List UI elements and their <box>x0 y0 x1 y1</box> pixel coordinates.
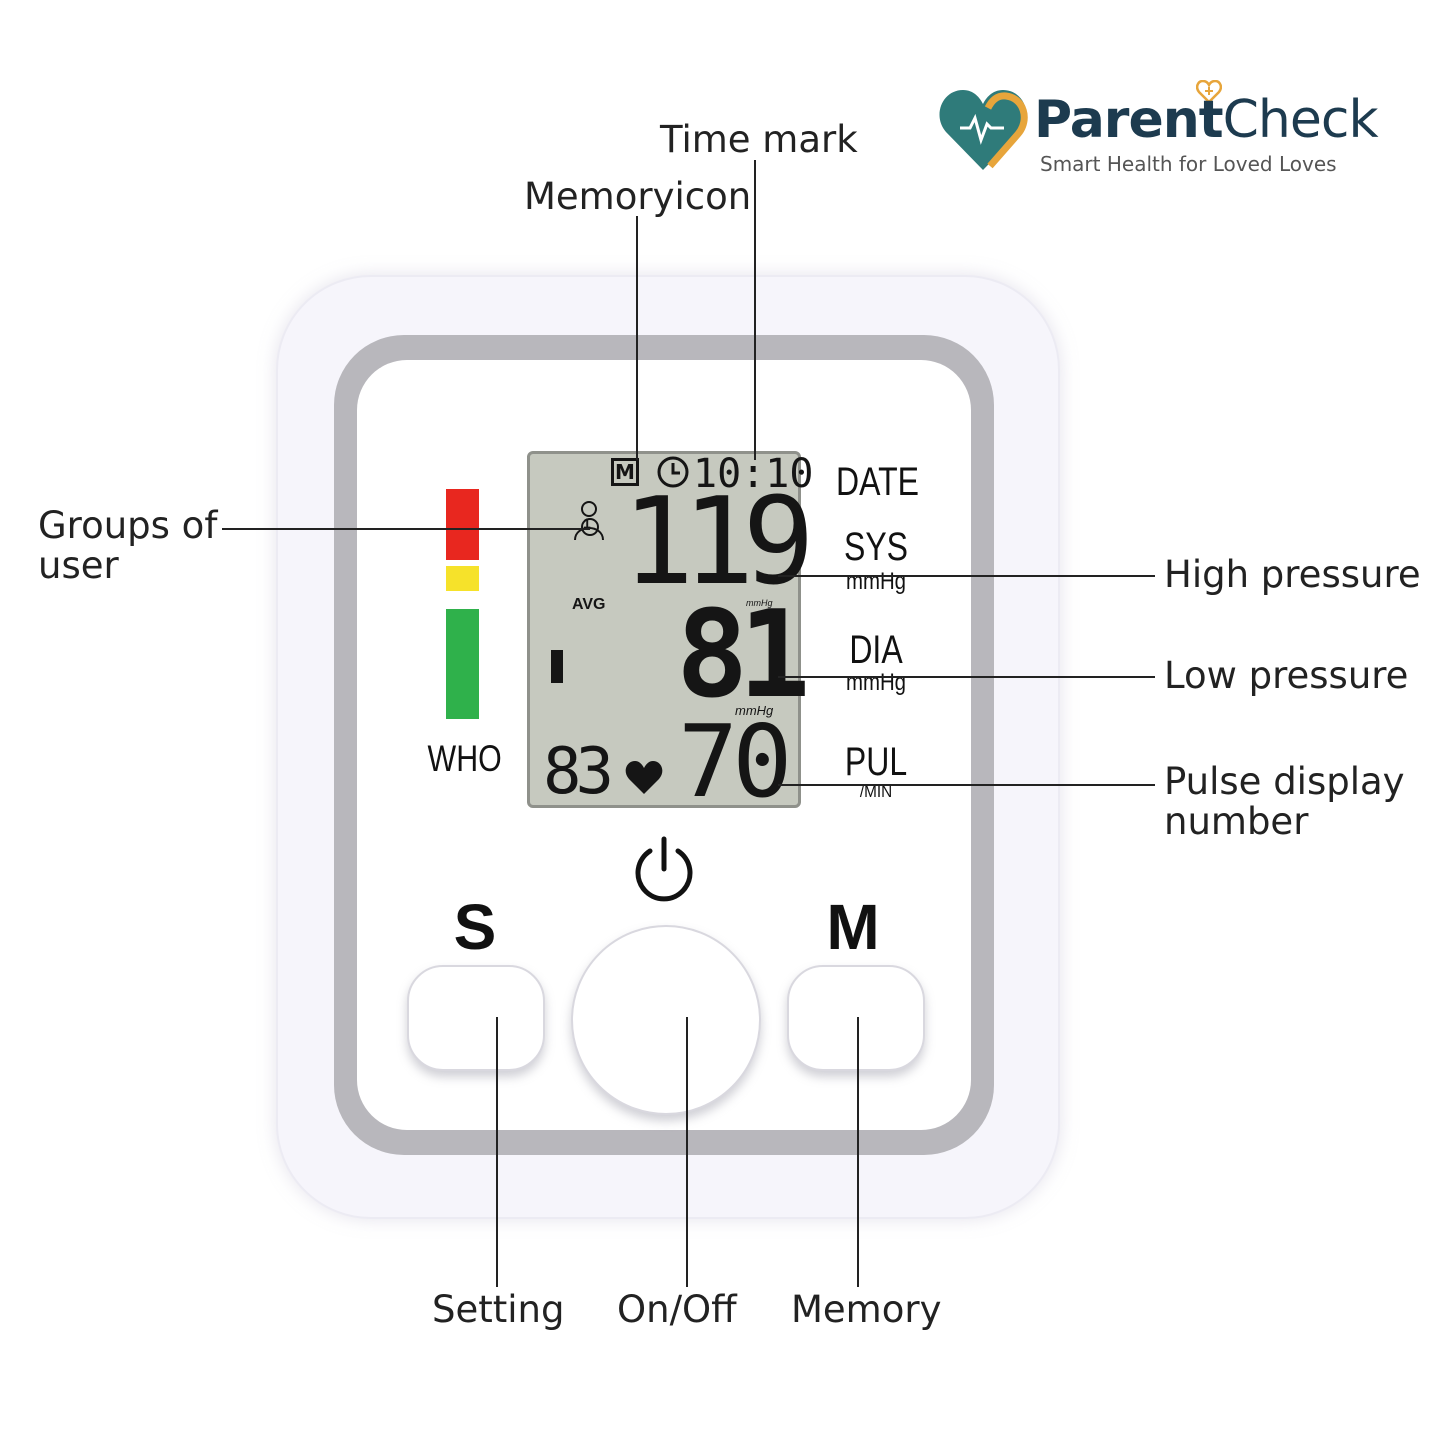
callout-pulse-line1: Pulse display <box>1164 760 1405 803</box>
brand-name-part1: Parent <box>1034 90 1224 150</box>
memory-button[interactable] <box>787 965 925 1071</box>
lcd-unit-small-2: mmHg <box>735 703 774 718</box>
callout-on-off: On/Off <box>617 1288 737 1331</box>
leader-memory <box>857 1017 859 1287</box>
callout-pulse-line2: number <box>1164 800 1309 843</box>
on-off-button[interactable] <box>571 925 761 1115</box>
callout-groups-of-user-line2: user <box>38 544 119 587</box>
lcd-unit-small-1: mmHg <box>746 598 773 608</box>
leader-low-pressure <box>778 676 1155 678</box>
who-scale-yellow <box>446 566 479 591</box>
sys-unit: mmHg <box>845 568 907 595</box>
sys-label: SYS <box>843 525 909 569</box>
leader-high-pressure <box>778 575 1155 577</box>
m-button-label: M <box>826 891 880 963</box>
pul-label: PUL <box>844 740 908 784</box>
dia-unit: mmHg <box>845 669 907 696</box>
brand-name-part2: Check <box>1222 90 1379 150</box>
heart-logo-icon <box>939 90 1028 170</box>
callout-groups-of-user-line1: Groups of <box>38 504 218 547</box>
leader-setting <box>496 1017 498 1287</box>
lcd-small-pulse: 83 <box>543 735 614 809</box>
user-group-icon <box>574 501 604 541</box>
callout-memory-icon: Memoryicon <box>524 175 752 218</box>
leader-memory-icon <box>636 216 638 460</box>
callout-setting: Setting <box>432 1288 565 1331</box>
setting-button[interactable] <box>407 965 545 1071</box>
clock-icon <box>657 456 689 488</box>
leader-time-mark <box>754 160 756 460</box>
pul-unit: /MIN <box>859 782 893 801</box>
s-button-label: S <box>453 891 497 963</box>
heart-icon <box>625 761 663 794</box>
who-scale-green <box>446 609 479 719</box>
leader-groups-of-user <box>222 528 590 530</box>
lcd-screen <box>527 451 801 808</box>
lcd-time: 10:10 <box>693 451 814 497</box>
leader-pulse <box>778 784 1155 786</box>
brand-logo: ParentCheck Smart Health for Loved Loves <box>938 80 1379 180</box>
who-scale <box>446 489 479 719</box>
lcd-avg: AVG <box>572 596 606 613</box>
memory-badge: M <box>611 458 639 486</box>
who-label: WHO <box>427 738 502 779</box>
brand-tagline: Smart Health for Loved Loves <box>1040 152 1337 176</box>
user-number: 1 <box>583 515 591 531</box>
lcd-bar-segment <box>551 650 563 683</box>
lcd-diastolic: 81 <box>676 586 810 725</box>
callout-time-mark: Time mark <box>660 118 858 161</box>
callout-high-pressure: High pressure <box>1164 553 1421 596</box>
power-icon <box>635 836 693 902</box>
date-label: DATE <box>836 460 919 504</box>
lcd-pulse: 70 <box>678 703 792 820</box>
dia-label: DIA <box>849 628 903 672</box>
lcd-systolic: 119 <box>622 473 815 612</box>
small-heart-icon <box>1196 80 1222 104</box>
callout-memory: Memory <box>791 1288 942 1331</box>
leader-on-off <box>686 1017 688 1287</box>
who-scale-red <box>446 489 479 560</box>
callout-low-pressure: Low pressure <box>1164 654 1409 697</box>
